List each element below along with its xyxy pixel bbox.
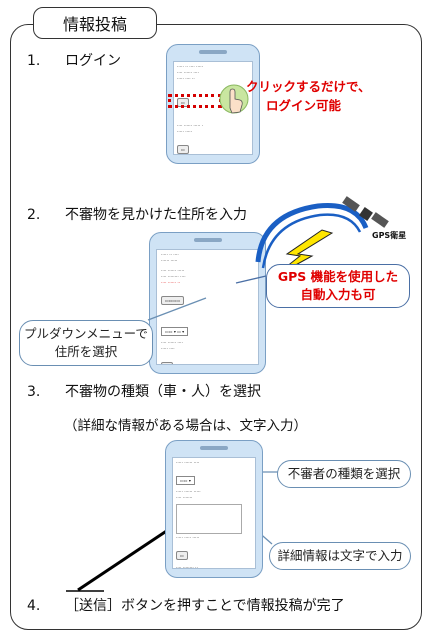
screen-text-line: ···· ······ ···· [161, 341, 183, 346]
address-callout-pointer-icon [147, 275, 267, 321]
login-callout-line-2: ログイン可能 [266, 98, 342, 113]
step-number: 2. [27, 207, 41, 223]
step-number: 4. [27, 598, 41, 614]
content-frame [10, 24, 422, 630]
screen-text-line: ···· ······ ····· · [177, 124, 203, 129]
step-text: ログイン [65, 53, 121, 69]
mini-address-select[interactable]: ▭▭ ▾ ▭ ▾ [161, 327, 189, 336]
screen-text-line: ····· ······ ···· [176, 461, 200, 466]
phone-speaker [199, 50, 227, 54]
dropdown-callout: プルダウンメニューで 住所を選択 [19, 320, 153, 366]
gps-callout-line-1: GPS 機能を使用した [277, 269, 399, 284]
send-arrow-icon [66, 528, 169, 592]
screen-text-line: ···· ········ ·· [176, 566, 198, 569]
gps-signal-arc-icon [255, 202, 369, 269]
page-title: 情報投稿 [33, 7, 157, 39]
hand-cursor-icon [219, 84, 249, 114]
screen-text-line: ····· ······ ····· [176, 490, 201, 495]
screen-text-line: ····· ····· [177, 130, 193, 135]
screen-text-line: ···· ······· [176, 496, 193, 501]
step-number: 3. [27, 384, 41, 400]
step-3-note: （詳細な情報がある場合は、文字入力） [64, 418, 307, 434]
step-text: 不審物を見かけた住所を入力 [65, 207, 247, 223]
type-callout: 不審者の種類を選択 [277, 460, 411, 488]
mini-type-select[interactable]: ▭▭ ▾ [176, 476, 195, 485]
phone-speaker [200, 446, 228, 450]
screen-text-line: ···· ········ ···· [161, 275, 186, 280]
gps-satellite-label: GPS衛星 [372, 231, 407, 240]
type-phone-screen: ····· ······ ···· ▭▭ ▾ ····· ······ ····… [172, 457, 256, 569]
mini-back-button[interactable]: ▭ [176, 551, 188, 560]
login-callout-line-1: クリックするだけで、 [246, 79, 371, 94]
dropdown-callout-line-1: プルダウンメニューで [24, 326, 148, 341]
step-text: 不審物の種類（車・人）を選択 [65, 384, 261, 400]
gps-callout: GPS 機能を使用した 自動入力も可 [266, 264, 410, 308]
mini-detail-textarea[interactable] [176, 504, 242, 534]
gps-callout-line-2: 自動入力も可 [300, 287, 376, 302]
phone-speaker [193, 238, 222, 242]
screen-text-line: ····· ···· ·· [177, 77, 195, 82]
screen-text-line: ····· ·· ···· ····· [177, 65, 203, 70]
screen-text-line: ····· ····· ····· [176, 536, 200, 541]
screen-text-line: ···· ······ ···· [177, 71, 199, 76]
dropdown-callout-line-2: 住所を選択 [54, 344, 118, 359]
address-phone-mockup: ····· ·· ···· ······ ····· ···· ······ ·… [149, 232, 266, 374]
detail-callout: 詳細情報は文字で入力 [269, 542, 411, 570]
screen-text-line: ····· ···· [161, 347, 175, 352]
screen-text-line: ····· ·· ···· [161, 253, 179, 258]
mini-next-button[interactable]: ▭ [161, 362, 173, 364]
step-3: 3. 不審物の種類（車・人）を選択 [27, 381, 261, 401]
login-phone-mockup: ····· ·· ···· ····· ···· ······ ···· ···… [166, 44, 260, 164]
step-1: 1. ログイン [27, 50, 121, 70]
step-4: 4. ［送信］ボタンを押すことで情報投稿が完了 [27, 595, 345, 615]
step-2: 2. 不審物を見かけた住所を入力 [27, 204, 247, 224]
screen-text-line: ···· ······ ····· [161, 269, 185, 274]
mini-gps-button[interactable]: ▭▭▭▭ [161, 296, 185, 305]
step-text: ［送信］ボタンを押すことで情報投稿が完了 [65, 598, 345, 614]
address-phone-screen: ····· ·· ···· ······ ····· ···· ······ ·… [156, 249, 259, 365]
type-phone-mockup: ····· ······ ···· ▭▭ ▾ ····· ······ ····… [165, 440, 263, 578]
step-number: 1. [27, 53, 41, 69]
gps-satellite-icon [342, 196, 389, 228]
screen-text-line: ···· ······ ·· [161, 281, 181, 286]
screen-text-line: ······ ····· [161, 259, 178, 264]
mini-register-button[interactable]: ▭ [177, 145, 189, 154]
